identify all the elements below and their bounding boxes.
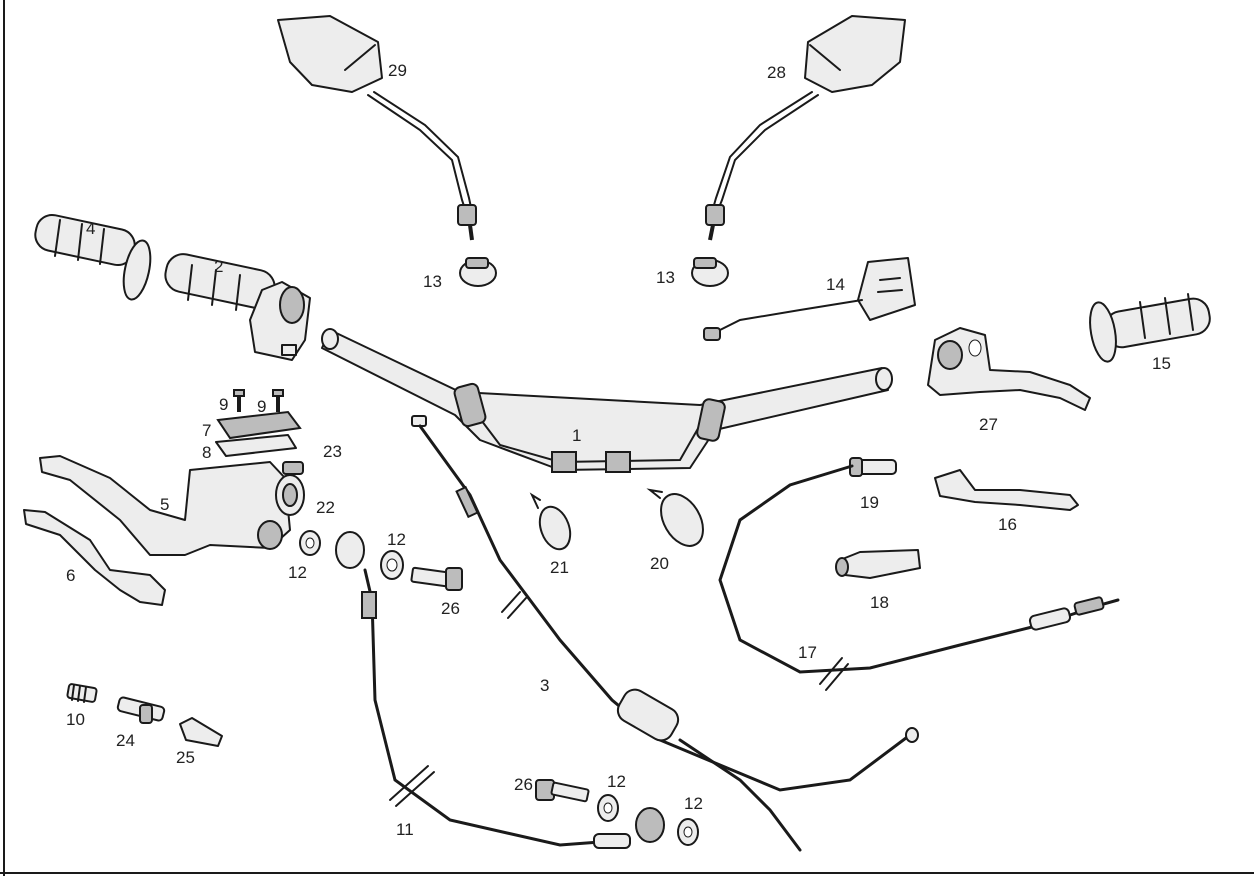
bolt-upper [410,566,463,591]
left-mirror [277,15,477,241]
label-27: 27 [979,415,998,434]
label-8: 8 [202,443,211,462]
throttle-cable [411,415,919,852]
cable-tie-20 [646,488,704,547]
label-28: 28 [767,63,786,82]
label-17: 17 [798,643,817,662]
label-12-c: 12 [607,772,626,791]
washer-c [597,794,619,822]
part-labels: 1 2 3 4 5 6 7 8 9 9 10 11 12 12 12 12 13… [66,61,1171,839]
label-25: 25 [176,748,195,767]
handlebar [321,328,893,473]
label-23: 23 [323,442,342,461]
cable-adjuster [849,457,897,477]
switch-assembly [703,257,916,341]
label-12-d: 12 [684,794,703,813]
kill-switch [835,549,921,579]
label-3: 3 [540,676,549,695]
screw-right [272,389,284,412]
right-mirror [705,15,906,241]
washer-d [677,818,699,846]
banjo-bolt [282,461,304,475]
label-20: 20 [650,554,669,573]
small-bolt [66,683,98,703]
throttle-grip [164,253,311,361]
label-16: 16 [998,515,1017,534]
label-1: 1 [572,426,581,445]
washer-a [299,530,321,556]
bolt-lower [535,779,590,803]
mirror-clamp-left [459,257,497,287]
clutch-cable [718,464,1120,691]
rubber-cap [179,717,223,747]
right-grip [1089,293,1211,363]
clutch-lever [934,469,1079,511]
label-18: 18 [870,593,889,612]
brake-hose [335,531,665,849]
label-22: 22 [316,498,335,517]
label-5: 5 [160,495,169,514]
right-lever-assembly [927,327,1091,411]
label-4: 4 [86,219,95,238]
label-9-left: 9 [219,395,228,414]
label-26-upper: 26 [441,599,460,618]
label-9-right: 9 [257,397,266,416]
label-29: 29 [388,61,407,80]
label-26-lower: 26 [514,775,533,794]
label-12-a: 12 [288,563,307,582]
label-11: 11 [396,820,414,839]
cable-tie-21 [529,492,572,551]
label-2: 2 [214,257,223,276]
label-15: 15 [1152,354,1171,373]
left-lever [23,509,166,606]
label-14: 14 [826,275,845,294]
label-7: 7 [202,421,211,440]
reservoir-gasket [215,434,297,457]
reservoir-cover [216,410,302,440]
left-grip [34,213,152,301]
label-10: 10 [66,710,85,729]
label-13-left: 13 [423,272,442,291]
label-19: 19 [860,493,879,512]
label-21: 21 [550,558,569,577]
cable-adjuster-small [116,696,166,724]
label-13-right: 13 [656,268,675,287]
mirror-clamp-right [691,257,729,287]
washer-b [380,550,404,580]
label-12-b: 12 [387,530,406,549]
label-24: 24 [116,731,135,750]
screw-left [233,389,245,412]
label-6: 6 [66,566,75,585]
